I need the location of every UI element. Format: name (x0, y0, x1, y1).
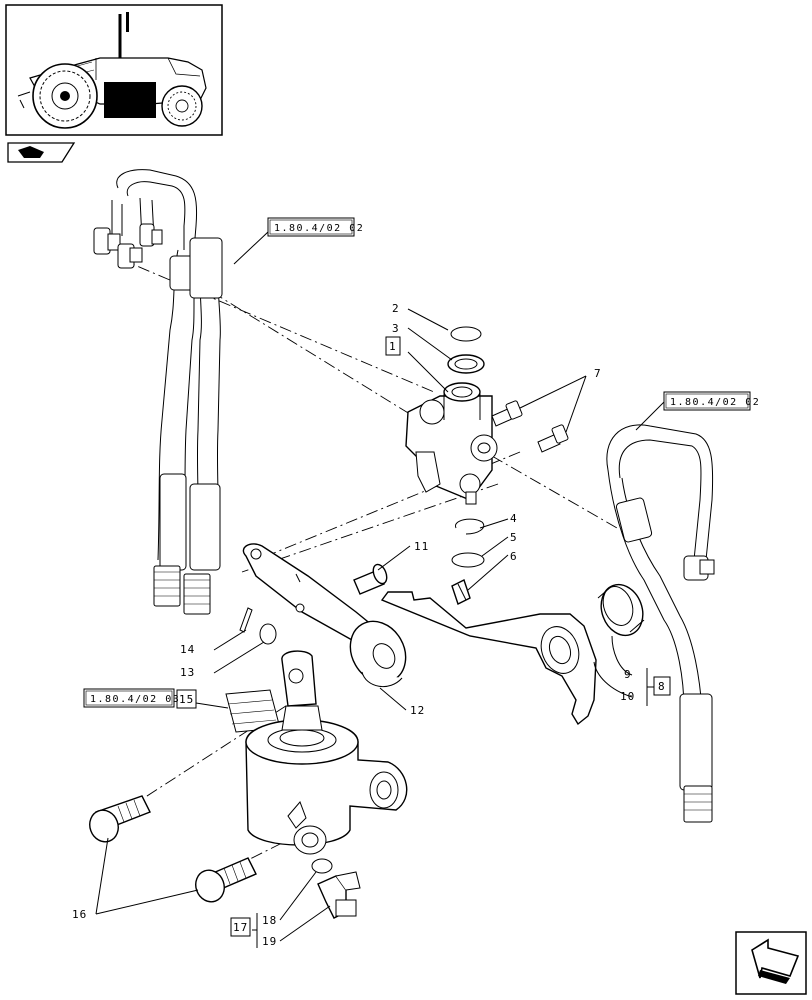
o-ring-5 (451, 552, 485, 568)
callout-6: 6 (510, 550, 518, 563)
snap-ring-4 (455, 518, 485, 535)
callout-18: 18 (262, 914, 277, 927)
boxed-1: 1 (389, 340, 397, 353)
cotter-pin-14 (239, 607, 253, 633)
ref-right-hose: 1.80.4/02 02 (670, 397, 760, 408)
ref-top-hose: 1.80.4/02 02 (274, 223, 364, 234)
lever-arm (242, 543, 407, 687)
callout-5: 5 (510, 531, 518, 544)
leader-lines (95, 231, 665, 948)
boxed-8: 8 (658, 680, 666, 693)
callout-16: 16 (72, 908, 87, 921)
ref-cylinder: 1.80.4/02 03 (90, 694, 180, 705)
left-hose-assembly (93, 169, 223, 615)
callout-13: 13 (180, 666, 195, 679)
linkage-plate (380, 591, 597, 726)
o-ring-2 (450, 326, 482, 342)
clip-6 (451, 579, 471, 605)
callout-labels: 2 3 7 4 5 6 11 14 13 12 9 10 16 18 19 (72, 302, 635, 948)
callout-12: 12 (410, 704, 425, 717)
boxed-15: 15 (179, 693, 194, 706)
next-page-arrow-icon[interactable] (735, 931, 807, 995)
boxed-17: 17 (233, 921, 248, 934)
cap-screws-16 (89, 795, 257, 903)
actuator-body (225, 650, 408, 855)
washer-13 (259, 623, 277, 645)
callout-7: 7 (594, 367, 602, 380)
callout-11: 11 (414, 540, 429, 553)
callout-4: 4 (510, 512, 518, 525)
elbow-fitting-19 (317, 871, 361, 919)
screws-7 (491, 400, 569, 453)
boxed-labels: 1 8 15 17 (176, 336, 671, 937)
bushing-9 (597, 583, 645, 637)
catalog-page-icon[interactable] (7, 142, 76, 163)
valve-block (405, 382, 498, 505)
cross-reference-links[interactable]: 1.80.4/02 02 1.80.4/02 02 1.80.4/02 03 (83, 217, 760, 708)
callout-2: 2 (392, 302, 400, 315)
pin-11 (353, 563, 388, 595)
callout-19: 19 (262, 935, 277, 948)
seal-18 (311, 858, 333, 874)
callout-14: 14 (180, 643, 195, 656)
right-hose-assembly (606, 424, 715, 823)
callout-9: 9 (624, 668, 632, 681)
callout-3: 3 (392, 322, 400, 335)
callout-10: 10 (620, 690, 635, 703)
tractor-thumbnail-icon[interactable] (5, 4, 223, 136)
